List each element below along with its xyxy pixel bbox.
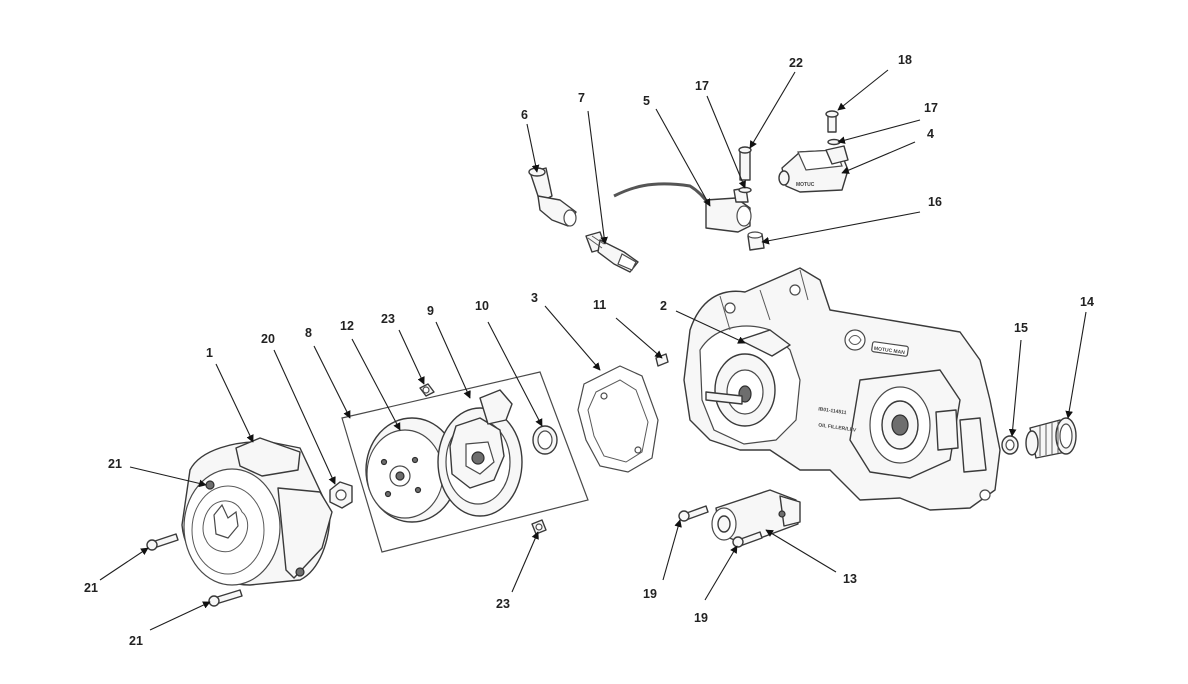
- callout-23-upper: 23: [381, 312, 395, 326]
- cover-bolt-left: [146, 533, 179, 551]
- callout-1: 1: [206, 346, 213, 360]
- callout-8: 8: [305, 326, 312, 340]
- callout-12: 12: [340, 319, 354, 333]
- callout-11: 11: [593, 298, 606, 312]
- module-screw: [825, 110, 839, 133]
- callout-21-top: 21: [108, 457, 122, 471]
- callout-3: 3: [531, 291, 538, 305]
- crankcase-code-text: IB01-114511: [818, 406, 847, 416]
- ignition-module: MOTUC: [778, 145, 849, 193]
- dowel-pin: [655, 353, 669, 367]
- oil-seal: [532, 425, 558, 455]
- callout-20: 20: [261, 332, 275, 346]
- flywheel-rotor: [365, 417, 459, 523]
- callout-18: 18: [898, 53, 912, 67]
- starter-bolt-lower: [732, 531, 763, 548]
- long-bolt: [738, 146, 752, 181]
- spark-plug: [585, 231, 639, 273]
- callout-7: 7: [578, 91, 585, 105]
- starter-bolt-upper: [678, 505, 709, 522]
- cover-bolt-lower: [208, 589, 243, 607]
- callout-14: 14: [1080, 295, 1094, 309]
- flywheel-cover: [181, 437, 333, 586]
- bushing: [1001, 435, 1019, 455]
- callout-22: 22: [789, 56, 803, 70]
- callout-labels: 1 2 3 4 5 6 7 8 9 10 11 12 13 14 15 16 1…: [84, 53, 1094, 648]
- crankcase-gasket: [577, 365, 659, 473]
- callout-10: 10: [475, 299, 489, 313]
- callout-19-upper: 19: [643, 587, 657, 601]
- callout-21-bottom: 21: [129, 634, 143, 648]
- starter-motor: [711, 489, 801, 545]
- washer-coil: [738, 186, 752, 194]
- callout-5: 5: [643, 94, 650, 108]
- ignition-assembly-frame: [341, 371, 589, 553]
- callout-4: 4: [927, 127, 934, 141]
- leader-lines: [99, 69, 1087, 631]
- starter-gear: [1025, 417, 1077, 459]
- callout-2: 2: [660, 299, 667, 313]
- sleeve: [747, 231, 765, 251]
- callout-13: 13: [843, 572, 857, 586]
- callout-17-module: 17: [924, 101, 938, 115]
- stator-plate: [437, 389, 523, 517]
- crankcase: MOTUC MAN IB01-114511 OIL FILLER/LEV: [683, 267, 1001, 511]
- callout-15: 15: [1014, 321, 1028, 335]
- callout-17-coil: 17: [695, 79, 709, 93]
- crankcase-badge-text: MOTUC MAN: [873, 346, 905, 356]
- ignition-coil: [613, 182, 752, 233]
- callout-23-lower: 23: [496, 597, 510, 611]
- crankcase-oil-filler-text: OIL FILLER/LEV: [818, 422, 857, 433]
- flywheel-nut: [329, 481, 353, 509]
- callout-6: 6: [521, 108, 528, 122]
- callout-9: 9: [427, 304, 434, 318]
- callout-21-left: 21: [84, 581, 98, 595]
- callout-16: 16: [928, 195, 942, 209]
- screw-lower: [531, 519, 547, 535]
- spark-plug-cap: [528, 167, 577, 227]
- ignition-module-text: MOTUC: [796, 182, 815, 188]
- screw-upper: [419, 383, 435, 397]
- callout-19-lower: 19: [694, 611, 708, 625]
